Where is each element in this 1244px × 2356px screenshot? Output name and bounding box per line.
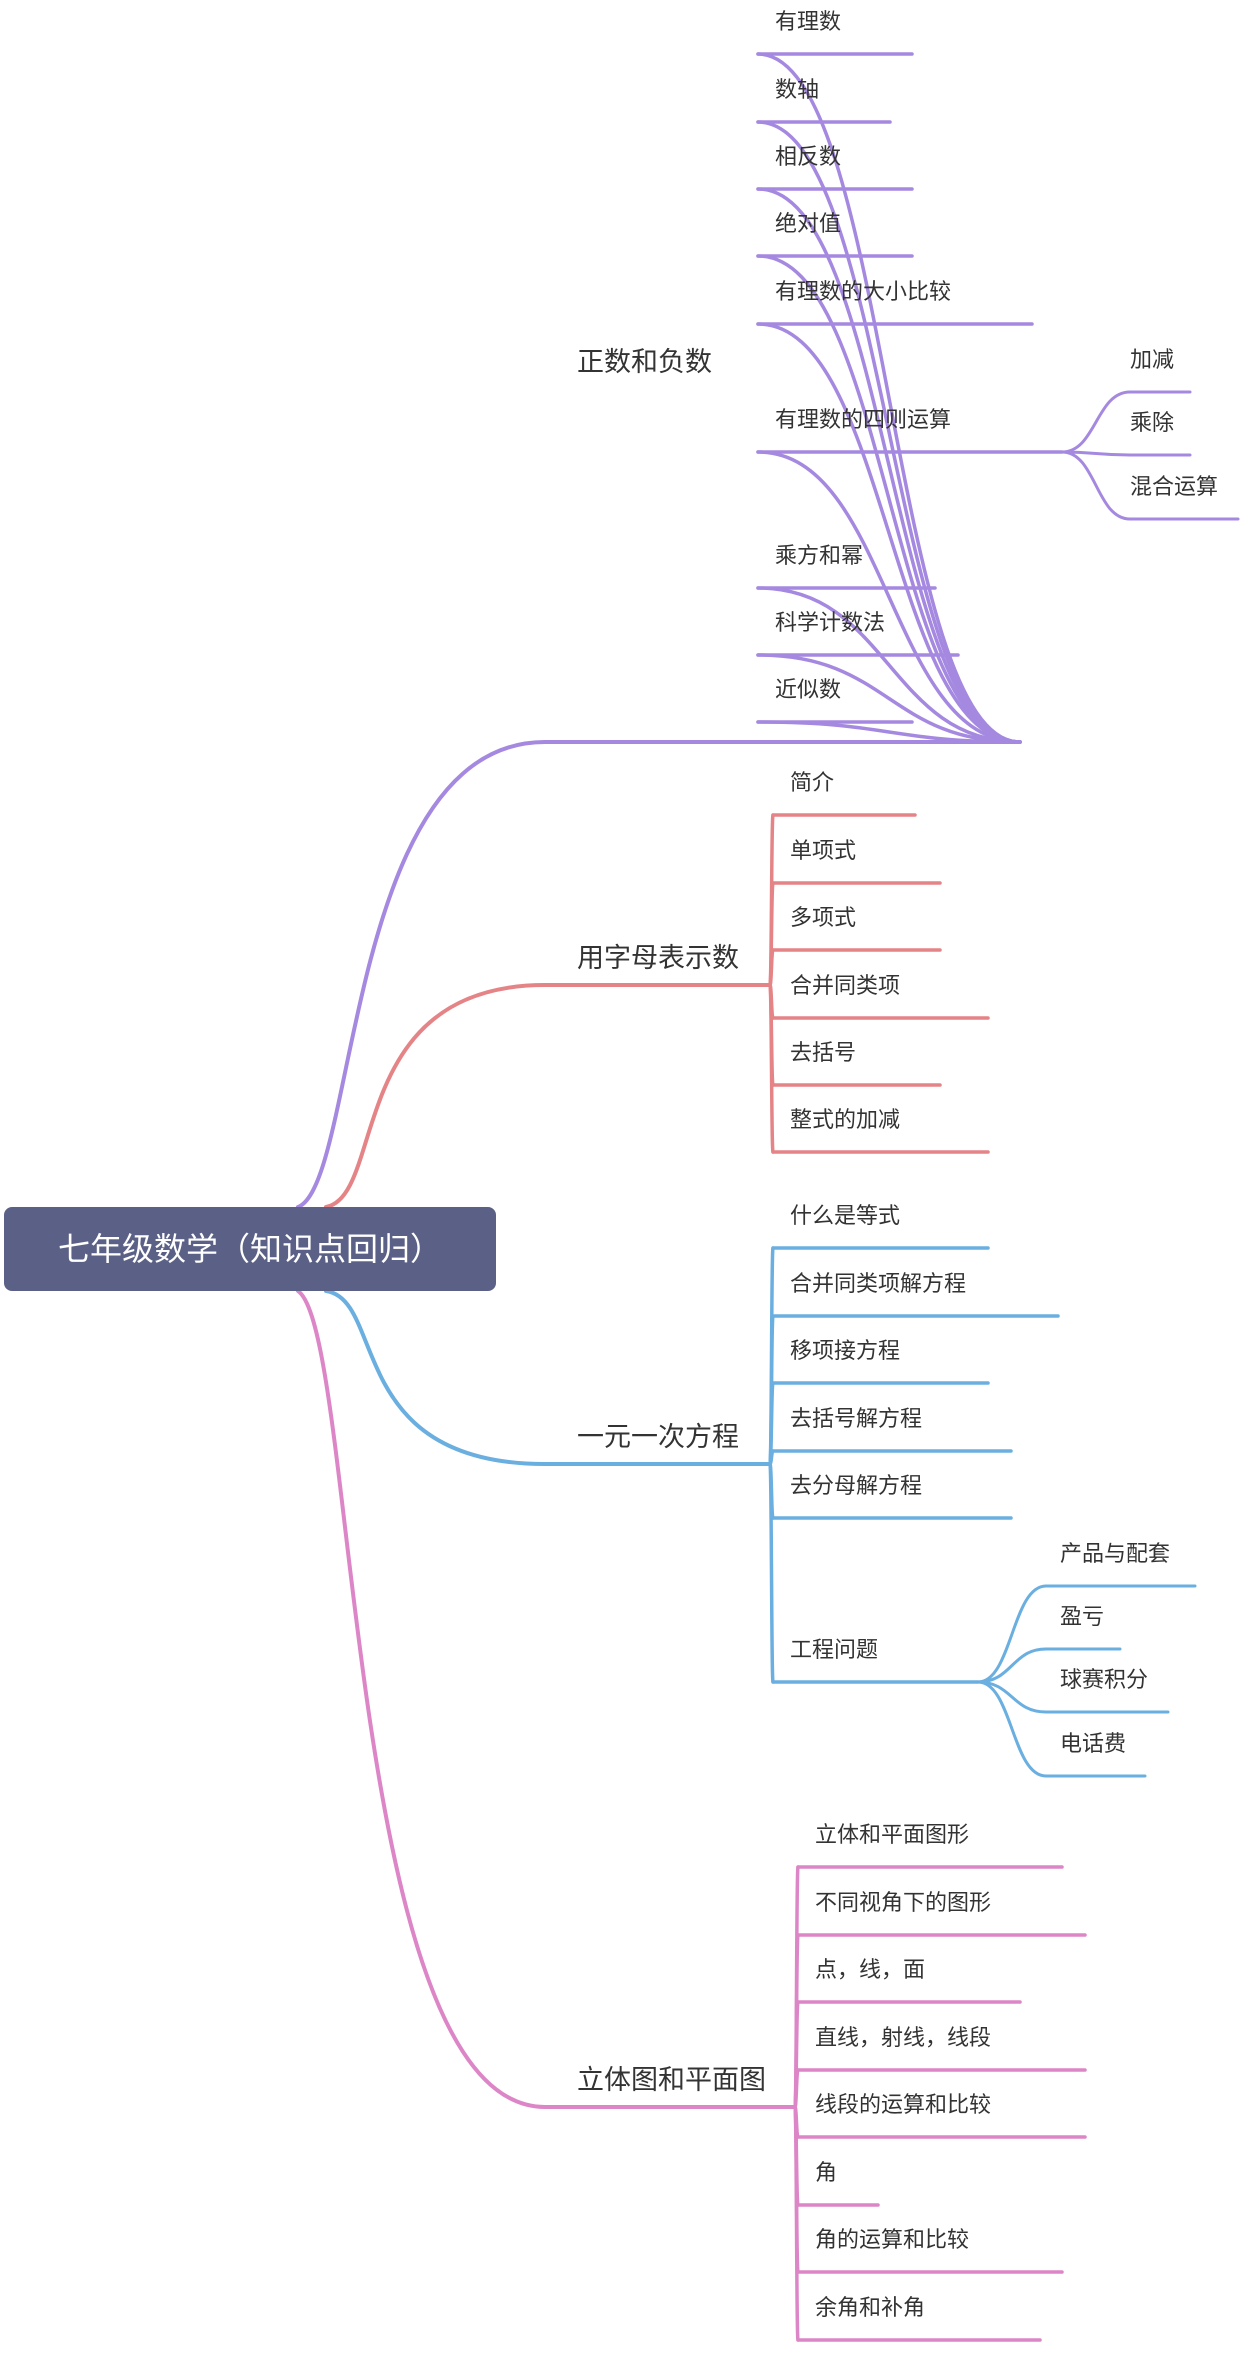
child-label[interactable]: 多项式 — [790, 906, 857, 931]
grandchild-connector — [976, 1584, 1048, 1684]
grandchild-connector — [976, 1647, 1048, 1684]
branch-label[interactable]: 立体图和平面图 — [577, 2065, 766, 2096]
branch-connector — [296, 740, 547, 1209]
root-label: 七年级数学（知识点回归） — [57, 1230, 442, 1268]
child-label[interactable]: 工程问题 — [790, 1638, 879, 1663]
child-label[interactable]: 移项接方程 — [790, 1339, 901, 1364]
grandchild-connector — [976, 1680, 1048, 1778]
grandchild-label[interactable]: 乘除 — [1130, 411, 1175, 436]
grandchild-connector — [976, 1680, 1048, 1714]
child-label[interactable]: 点，线，面 — [815, 1958, 926, 1983]
child-label[interactable]: 整式的加减 — [790, 1108, 901, 1133]
grandchild-label[interactable]: 球赛积分 — [1060, 1668, 1149, 1693]
branch-connector — [296, 1289, 547, 2109]
child-label[interactable]: 相反数 — [775, 145, 842, 170]
child-label[interactable]: 立体和平面图形 — [815, 1823, 970, 1848]
child-label[interactable]: 去括号 — [790, 1041, 857, 1066]
grandchild-connector — [1060, 450, 1132, 521]
child-connector — [768, 983, 775, 1154]
child-connector — [756, 187, 1022, 744]
child-label[interactable]: 有理数 — [775, 10, 842, 35]
grandchild-label[interactable]: 产品与配套 — [1060, 1542, 1171, 1567]
child-label[interactable]: 直线，射线，线段 — [815, 2026, 992, 2051]
child-label[interactable]: 角的运算和比较 — [815, 2228, 970, 2253]
child-connector — [756, 653, 1022, 744]
child-label[interactable]: 有理数的四则运算 — [775, 408, 952, 433]
child-label[interactable]: 近似数 — [775, 678, 842, 703]
branch-label[interactable]: 正数和负数 — [577, 347, 712, 378]
child-connector — [768, 948, 775, 987]
grandchild-label[interactable]: 加减 — [1130, 348, 1175, 373]
child-connector — [756, 450, 1022, 744]
child-connector — [756, 254, 1022, 744]
child-label[interactable]: 去分母解方程 — [790, 1474, 923, 1499]
grandchild-label[interactable]: 电话费 — [1060, 1732, 1127, 1757]
child-label[interactable]: 线段的运算和比较 — [815, 2093, 992, 2118]
child-label[interactable]: 角 — [815, 2161, 838, 2186]
child-label[interactable]: 不同视角下的图形 — [815, 1891, 992, 1916]
grandchild-connector — [1060, 390, 1132, 454]
child-connector — [756, 120, 1022, 744]
child-label[interactable]: 简介 — [790, 771, 835, 796]
child-connector — [756, 52, 1022, 744]
child-label[interactable]: 余角和补角 — [815, 2296, 926, 2321]
branch-label[interactable]: 用字母表示数 — [577, 943, 739, 974]
child-label[interactable]: 数轴 — [775, 78, 820, 103]
grandchild-label[interactable]: 混合运算 — [1130, 475, 1219, 500]
child-connector — [756, 322, 1022, 744]
child-label[interactable]: 科学计数法 — [775, 611, 886, 636]
branch-label[interactable]: 一元一次方程 — [577, 1422, 739, 1453]
child-label[interactable]: 有理数的大小比较 — [775, 280, 952, 305]
child-label[interactable]: 合并同类项解方程 — [790, 1272, 967, 1297]
root-node[interactable] — [4, 1207, 496, 1291]
child-connector — [793, 2105, 800, 2342]
child-connector — [768, 1462, 775, 1684]
branch-connector — [324, 983, 547, 1209]
child-label[interactable]: 乘方和幂 — [775, 544, 864, 569]
child-label[interactable]: 绝对值 — [775, 212, 842, 237]
child-label[interactable]: 单项式 — [790, 839, 857, 864]
child-label[interactable]: 什么是等式 — [790, 1204, 901, 1229]
child-label[interactable]: 合并同类项 — [790, 974, 901, 999]
child-connector — [793, 2068, 800, 2109]
grandchild-label[interactable]: 盈亏 — [1060, 1605, 1105, 1630]
child-label[interactable]: 去括号解方程 — [790, 1407, 923, 1432]
branch-connector — [324, 1289, 547, 1466]
child-connector — [756, 586, 1022, 744]
